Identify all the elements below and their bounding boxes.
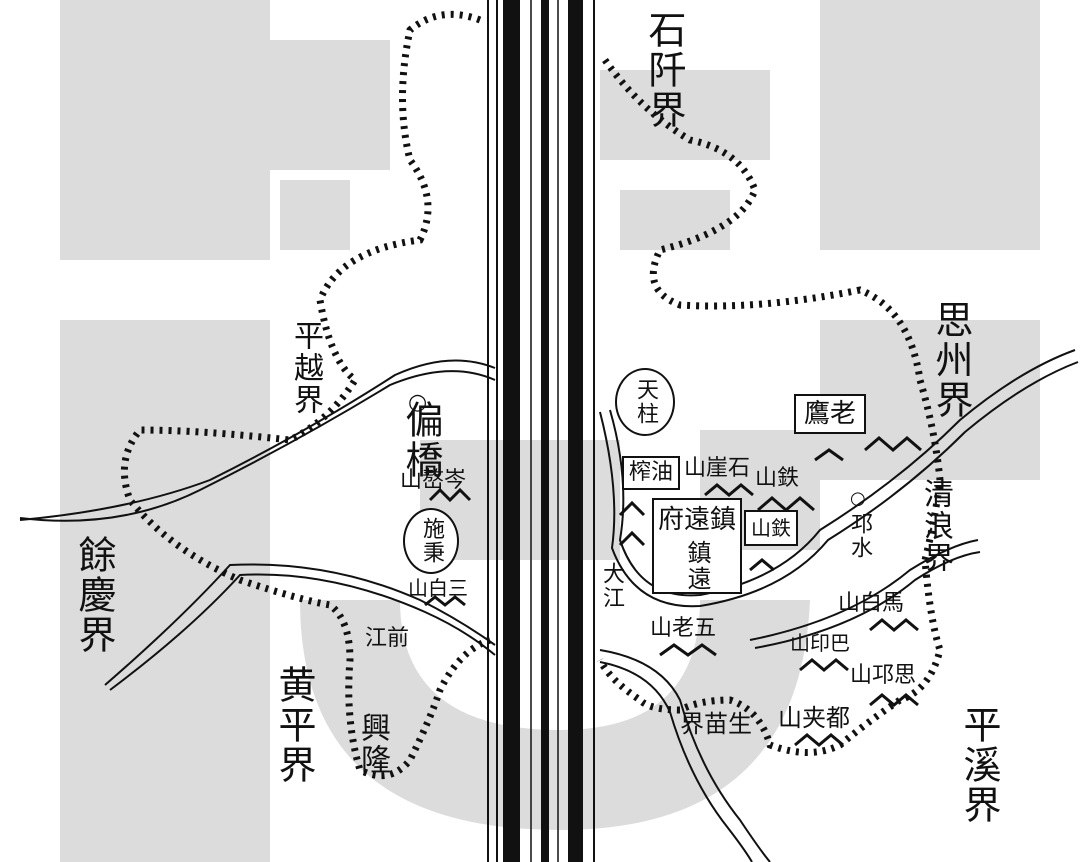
zhenyuan-fu-box: 府遠鎮 [652, 498, 742, 542]
label-sizhou: 思州界 [929, 300, 973, 420]
label-huangping: 黄平界 [272, 665, 316, 785]
river-west-upper-b [19, 359, 496, 521]
label-bayin: 山印巴 [790, 631, 850, 655]
boundary-lines [120, 10, 944, 780]
label-qianjiang: 江前 [365, 626, 410, 651]
river-dajiang-a [609, 349, 1076, 597]
label-shiyai: 山崖石 [684, 456, 751, 481]
label-zhenyuan: 鎮遠 [683, 540, 711, 592]
label-zhenyuan-fu: 府遠鎮 [657, 505, 736, 535]
label-gongshui: 邛水 [847, 512, 872, 560]
youzha-box: 榨油 [622, 456, 680, 490]
laoying-box: 鷹老 [794, 394, 866, 434]
label-cenling: 山嶅岑 [400, 468, 467, 493]
river-west-lower-a [104, 563, 496, 686]
label-pianqiao: 偏橋 [399, 400, 443, 480]
label-qinglang: 清浪界 [918, 478, 953, 574]
river-qingshui-b [754, 551, 981, 649]
pianqiao-marker: ○ [408, 390, 428, 415]
zhenyuan-box: 鎮遠 [652, 540, 742, 594]
label-tianzhu: 天柱 [633, 378, 658, 426]
label-siyin: 山邛思 [850, 663, 917, 688]
river-west-upper-a [19, 370, 496, 522]
label-sanbai: 山白三 [408, 576, 468, 600]
shibing-seal: 施秉 [403, 508, 459, 574]
tieshan-box: 山鉄 [744, 510, 798, 546]
river-west-lower-b [109, 573, 496, 691]
label-shengmiao: 界苗生 [680, 710, 752, 738]
label-dujia: 山夹都 [778, 704, 850, 732]
label-pingyue: 平越界 [288, 320, 323, 416]
rivers [19, 349, 1079, 862]
watermark [60, 0, 1040, 862]
river-dajiang-b [599, 361, 1079, 608]
label-tieshan-1: 山鉄 [755, 466, 800, 491]
label-yuqing: 餘慶界 [72, 535, 116, 655]
label-xinglong: 興隆 [355, 712, 390, 776]
label-tieshan-2: 山鉄 [751, 516, 791, 540]
label-pingxi: 平溪界 [957, 705, 1001, 825]
label-shiqian: 石阡界 [642, 10, 686, 130]
gongshui-marker: ○ [850, 488, 866, 509]
tianzhu-seal: 天柱 [615, 368, 675, 436]
label-shibing: 施秉 [419, 517, 444, 565]
label-laoying: 鷹老 [803, 399, 856, 429]
label-dajiang: 大江 [599, 562, 624, 610]
river-qingshui-a [749, 539, 979, 641]
label-baima: 山白馬 [838, 591, 905, 616]
central-gutter [487, 0, 595, 862]
river-south-b [599, 661, 753, 862]
river-south-a [599, 649, 771, 862]
boundary-west [120, 10, 492, 780]
label-youzha: 榨油 [628, 460, 673, 485]
label-wulao: 山老五 [650, 616, 717, 641]
mountain-symbols [424, 436, 922, 747]
